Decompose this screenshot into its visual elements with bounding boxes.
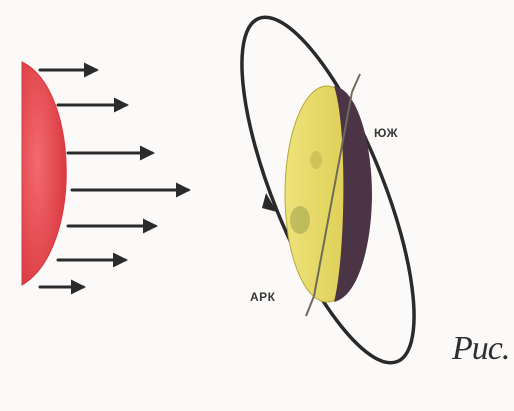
figure-caption: Рис. 2 xyxy=(452,330,514,368)
earth-surface-mark xyxy=(290,206,310,234)
earth-axis-top xyxy=(352,74,360,92)
label-top: ЮЖ xyxy=(374,126,398,140)
sun xyxy=(22,62,66,285)
label-bottom: АРК xyxy=(250,290,276,304)
earth-surface-mark xyxy=(310,151,322,169)
earth-axis-bottom xyxy=(306,296,314,316)
